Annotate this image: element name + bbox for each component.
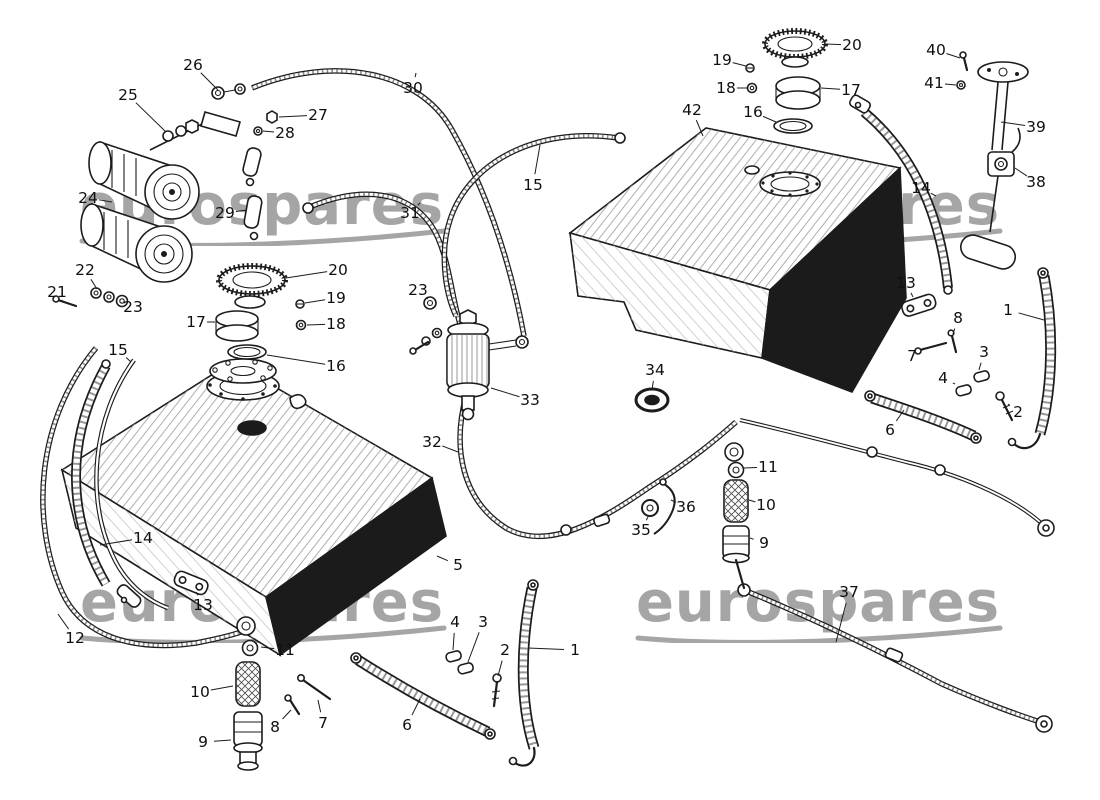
leader-line-26 (200, 72, 219, 91)
leader-line-32 (442, 445, 459, 453)
grommet-34 (634, 387, 670, 413)
leader-line-13 (195, 591, 199, 596)
leader-line-16 (762, 115, 777, 123)
filler-cap-assembly-left (209, 263, 307, 384)
strap-6-right (864, 390, 982, 444)
hardware-bottom-right (914, 329, 1014, 422)
leader-line-30 (414, 72, 417, 78)
leader-line-24 (98, 199, 113, 203)
leader-line-10 (210, 685, 234, 691)
fuel-hose-30 (250, 68, 527, 337)
ring-35 (641, 499, 659, 517)
fuel-pipe-right (739, 418, 1055, 537)
leader-line-19 (304, 299, 326, 304)
hardware-21-22-23 (52, 287, 437, 310)
strap-14-left (71, 359, 142, 608)
leader-line-10 (748, 499, 756, 503)
left-fuel-tank (60, 361, 447, 657)
leader-line-34 (651, 380, 654, 391)
leader-line-3 (978, 362, 982, 371)
right-fuel-tank (568, 127, 907, 393)
fuel-level-sender (956, 51, 1029, 270)
leader-line-15 (534, 144, 541, 175)
fuel-pumps (80, 111, 241, 283)
leader-line-3 (467, 632, 480, 663)
leader-line-11 (260, 646, 275, 650)
leader-line-2 (497, 660, 503, 677)
leader-line-16 (266, 354, 326, 365)
leader-line-9 (213, 739, 232, 742)
leader-line-38 (1014, 167, 1028, 177)
drain-assembly-right (722, 442, 750, 590)
leader-line-13 (910, 292, 914, 298)
leader-line-22 (90, 279, 98, 290)
leader-line-39 (1000, 121, 1026, 126)
leader-line-20 (285, 271, 328, 279)
strap-14-right (849, 94, 953, 295)
leader-line-40 (946, 53, 961, 59)
fuel-hose-37 (737, 583, 1053, 733)
leader-line-21 (61, 299, 64, 302)
leader-line-35 (645, 516, 649, 521)
leader-line-23 (425, 296, 429, 300)
leader-line-2 (1007, 403, 1010, 406)
leader-line-11 (743, 466, 758, 469)
leader-line-17 (820, 87, 841, 90)
leader-line-5 (436, 555, 449, 562)
leader-line-7 (920, 347, 925, 351)
filler-cap-assembly-right (745, 28, 828, 134)
leader-line-4 (452, 632, 455, 651)
leader-line-6 (895, 409, 905, 422)
leader-lines (57, 43, 1045, 742)
strap-1-right (1007, 267, 1057, 450)
leader-line-14 (99, 539, 133, 546)
leader-line-9 (749, 537, 754, 540)
leader-line-19 (732, 62, 747, 67)
leader-line-36 (670, 499, 677, 503)
leader-line-28 (262, 130, 275, 133)
leader-line-1 (1018, 312, 1045, 321)
breather-hose-15-right (441, 132, 626, 318)
leader-line-18 (306, 323, 326, 326)
leader-line-42 (695, 119, 704, 137)
wire-clip-36 (653, 478, 676, 535)
fuel-filter (409, 309, 529, 421)
fuel-hose-32 (457, 395, 738, 540)
leader-line-31 (417, 202, 421, 206)
leader-line-7 (317, 699, 322, 713)
leader-line-23 (122, 301, 126, 304)
clamp-13-right (901, 293, 937, 317)
leader-line-41 (944, 83, 957, 86)
leader-line-20 (825, 43, 842, 46)
strap-6-left (350, 652, 496, 740)
leader-line-14 (930, 192, 937, 197)
leader-line-25 (135, 102, 167, 133)
leader-line-29 (235, 209, 248, 213)
pump-fittings (211, 83, 278, 241)
leader-line-8 (282, 709, 292, 720)
leader-line-1 (527, 647, 565, 651)
clamp-13-left (173, 570, 209, 596)
leader-line-8 (952, 328, 956, 335)
leader-line-27 (278, 115, 308, 118)
strap-1-left (508, 579, 540, 767)
leader-line-33 (490, 387, 520, 398)
breather-hose-15-left (94, 358, 169, 611)
leader-line-4 (952, 382, 956, 385)
leader-line-12 (57, 613, 70, 630)
hardware-bottom-left (284, 650, 502, 716)
leader-line-6 (411, 698, 421, 716)
leader-line-15 (125, 357, 132, 363)
